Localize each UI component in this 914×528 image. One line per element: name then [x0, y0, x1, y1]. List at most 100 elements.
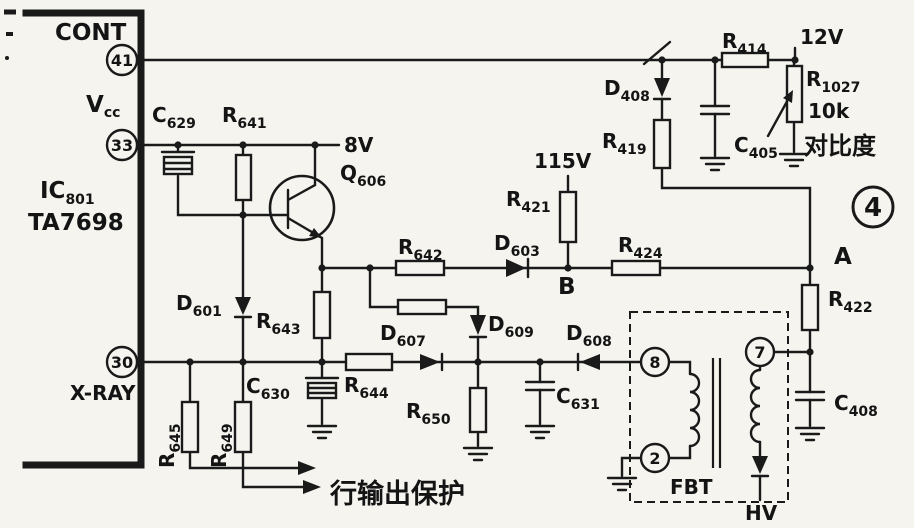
diode-HV-rectifier: [750, 456, 770, 478]
ground-symbol: [306, 424, 338, 440]
label-d608: D608: [566, 321, 612, 350]
resistor-R641: [234, 153, 253, 202]
scan-artifacts: [4, 9, 16, 60]
ic-pin-41: 41: [105, 43, 139, 77]
label-115v: 115V: [534, 149, 592, 173]
ground-symbol: [699, 156, 731, 172]
transistor-Q606: [268, 174, 336, 242]
label-xray: X-RAY: [70, 381, 136, 405]
label-r643: R643: [256, 309, 301, 338]
svg-text:2: 2: [649, 449, 660, 468]
resistor-R644: [344, 352, 394, 372]
label-d603: D603: [494, 231, 540, 260]
resistor-R419: [652, 118, 672, 170]
capacitor-C630: [304, 376, 340, 400]
ic-pin-33: 33: [105, 128, 139, 162]
ground-symbol: [794, 426, 826, 442]
label-r645: R645: [155, 423, 184, 468]
emitter-arrow: [309, 228, 322, 238]
junction-dots: [174, 56, 814, 366]
svg-text:7: 7: [754, 343, 765, 362]
fbt-core: [711, 358, 722, 468]
diode-D601: [233, 297, 253, 319]
ground-symbol: [462, 446, 494, 462]
resistor-R645: [180, 400, 200, 454]
label-r644: R644: [344, 373, 389, 402]
label-ic-part: TA7698: [28, 210, 124, 236]
protect-arrow-2: [303, 480, 321, 494]
label-d609: D609: [488, 312, 534, 341]
svg-text:8: 8: [649, 353, 660, 372]
label-protect-text: 行输出保护: [329, 478, 465, 510]
resistor-R650: [468, 386, 488, 434]
fbt-dashed-outline: [629, 311, 789, 503]
label-r424: R424: [618, 233, 663, 262]
capacitor-C405: [699, 104, 731, 116]
svg-text:41: 41: [111, 51, 133, 70]
label-8v: 8V: [344, 133, 374, 157]
ground-symbol: [524, 424, 556, 440]
label-r1027-value: 10k: [808, 99, 850, 123]
label-12v: 12V: [800, 25, 844, 49]
svg-text:4: 4: [864, 193, 882, 223]
label-cont: CONT: [55, 20, 127, 46]
label-node-b: B: [558, 274, 576, 300]
label-d601: D601: [176, 291, 222, 320]
ic-body-outline: [22, 9, 145, 469]
resistor-R421: [558, 190, 578, 244]
label-r649: R649: [207, 423, 236, 468]
label-node-a: A: [834, 244, 852, 270]
diode-D609: [468, 315, 488, 339]
label-c629: C629: [152, 103, 196, 132]
resistor-R649: [233, 400, 253, 454]
pot-wiper-arrow: [783, 90, 793, 103]
fbt-primary-winding: [688, 372, 701, 448]
resistor-unlabeled: [396, 298, 448, 316]
fbt-pin-8: 8: [639, 346, 671, 378]
resistor-R424: [610, 259, 662, 277]
label-d408: D408: [604, 76, 650, 105]
label-r419: R419: [602, 129, 647, 158]
label-r642: R642: [398, 235, 443, 264]
wire-jog: [642, 40, 672, 66]
label-d607: D607: [380, 321, 426, 350]
label-r421: R421: [506, 187, 551, 216]
ic-pin-30: 30: [105, 345, 139, 379]
label-r1027: R1027: [806, 67, 860, 96]
capacitor-C631: [524, 380, 556, 392]
label-ic-ref: IC801: [40, 178, 95, 208]
diode-D607: [420, 352, 444, 372]
resistor-R414: [720, 51, 770, 69]
label-hv: HV: [745, 501, 778, 525]
label-r650: R650: [406, 399, 451, 428]
label-fbt: FBT: [670, 475, 713, 499]
potentiometer-R1027: [785, 64, 804, 124]
diode-D603: [506, 257, 530, 279]
label-r422: R422: [828, 287, 873, 316]
fbt-pin-2: 2: [639, 442, 671, 474]
ground-symbol: [606, 476, 638, 492]
resistor-R642: [394, 259, 446, 277]
resistor-R643: [312, 290, 332, 340]
figure-number-badge: 4: [851, 185, 895, 229]
label-c630: C630: [246, 374, 290, 403]
label-r414: R414: [722, 29, 767, 58]
fbt-secondary-winding: [749, 368, 762, 444]
label-c408: C408: [834, 391, 878, 420]
label-vcc: Vcc: [86, 92, 120, 121]
capacitor-C408: [794, 390, 826, 402]
label-r641: R641: [222, 103, 267, 132]
capacitor-C629: [160, 150, 196, 176]
diode-D608: [576, 352, 600, 372]
resistor-R422: [800, 283, 820, 332]
diode-D408: [652, 78, 672, 101]
label-c631: C631: [556, 384, 600, 413]
svg-text:33: 33: [111, 136, 133, 155]
label-c405: C405: [734, 133, 778, 162]
protect-arrow-1: [298, 461, 316, 475]
label-q606: Q606: [340, 161, 386, 190]
label-contrast: 对比度: [804, 132, 877, 160]
fbt-pin-7: 7: [744, 336, 776, 368]
